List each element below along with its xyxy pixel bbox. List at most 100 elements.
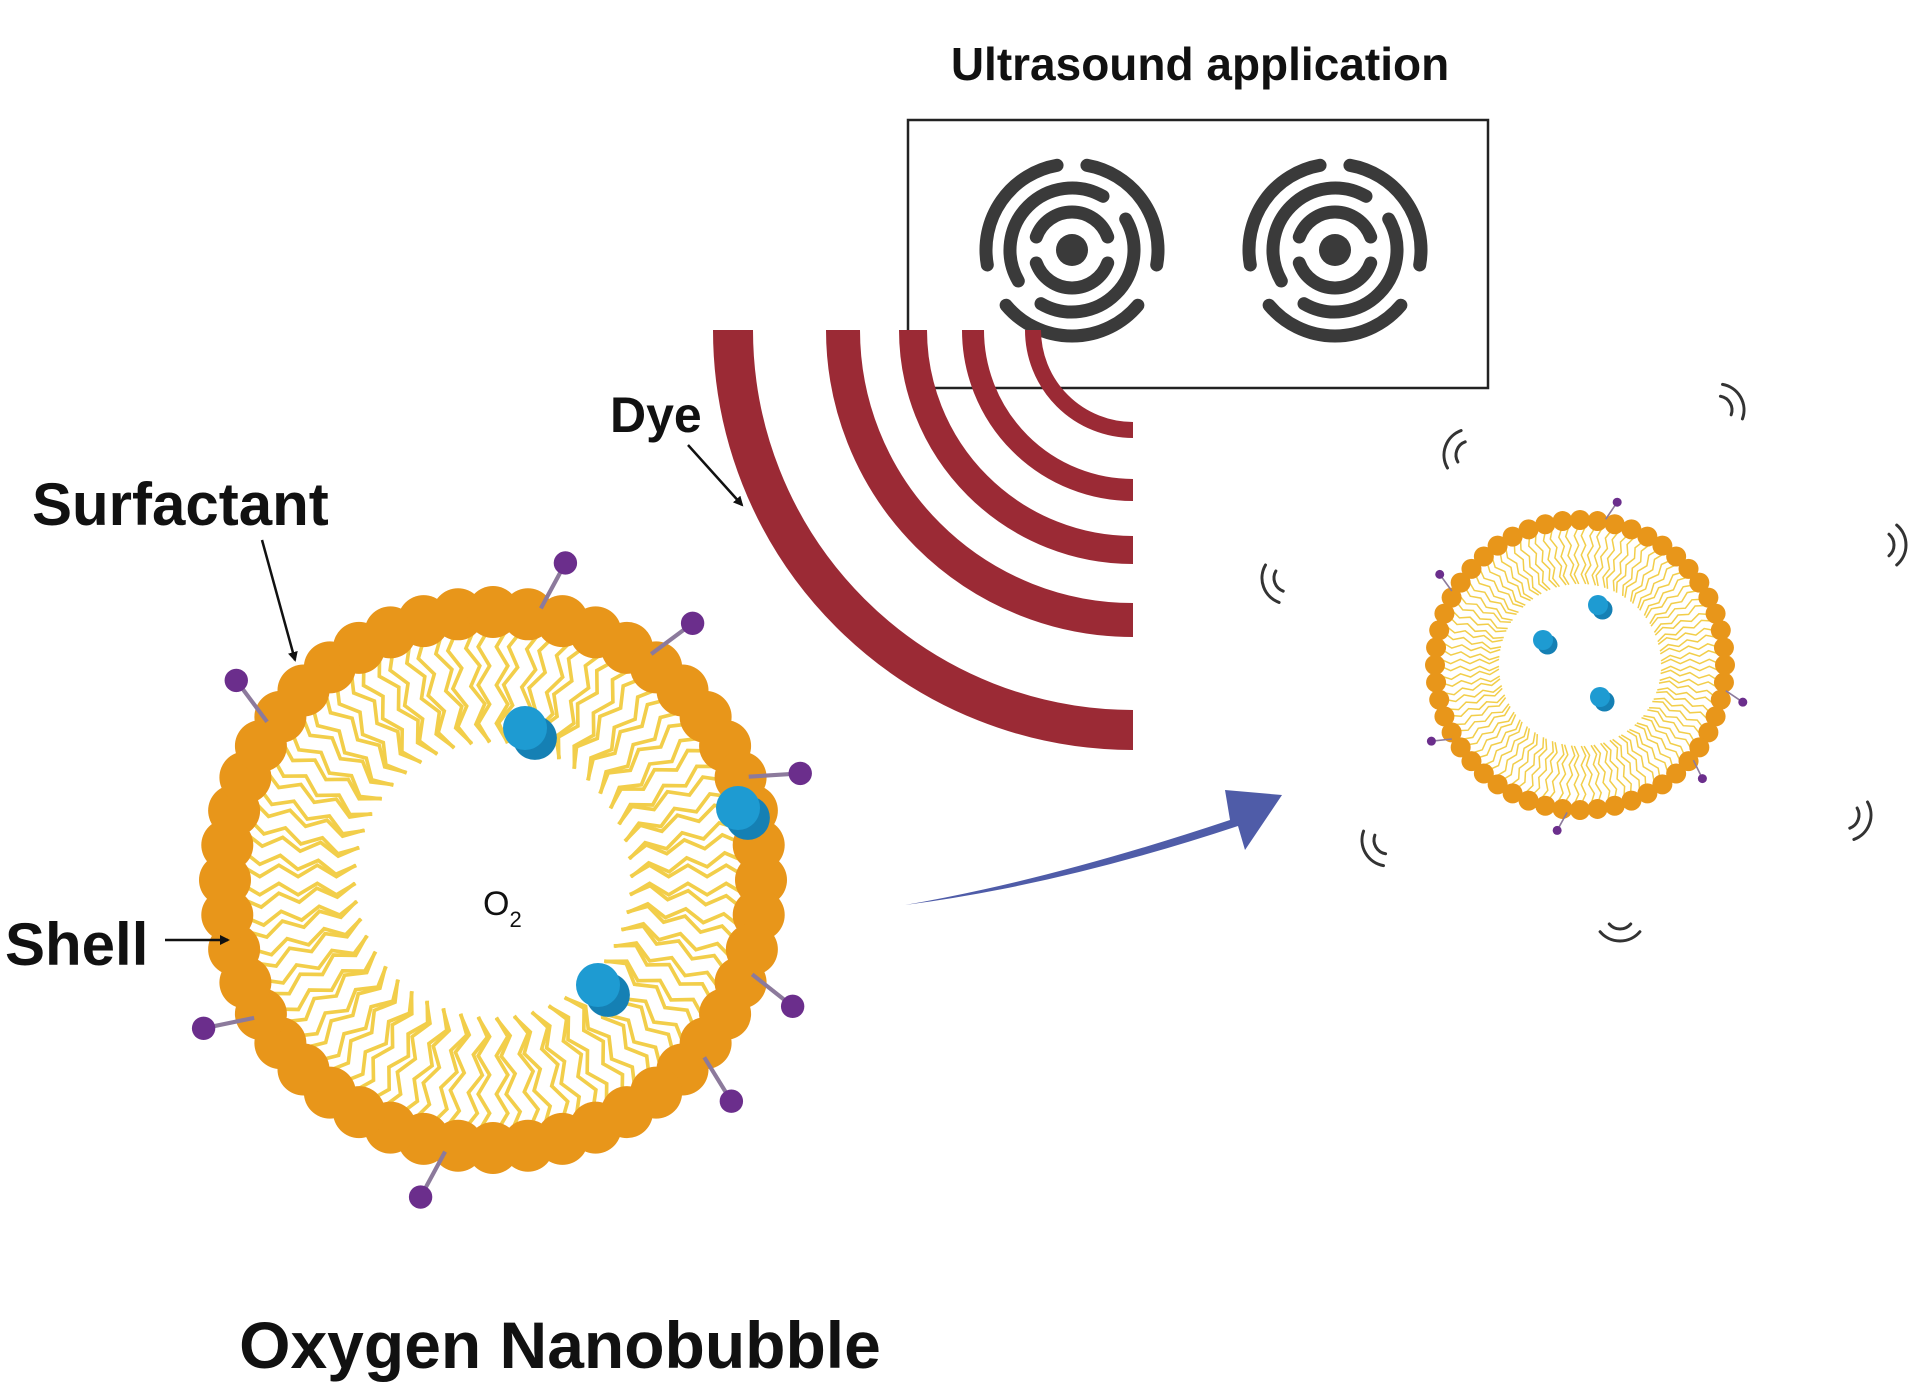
- lipid-tail: [627, 832, 744, 861]
- lipid-head: [1570, 510, 1590, 530]
- transducer-icon: [979, 158, 1165, 343]
- lipid-tail: [1660, 669, 1719, 682]
- dye-icon: [788, 761, 812, 786]
- lipid-tail: [1658, 680, 1716, 698]
- lipid-tail: [334, 681, 408, 775]
- lipid-head: [1426, 672, 1447, 693]
- lipid-tail: [572, 667, 633, 769]
- transducer-ring: [1029, 205, 1115, 244]
- lipid-head: [1487, 535, 1508, 556]
- lipid-tail: [494, 1017, 523, 1133]
- lipid-tail: [1464, 586, 1513, 621]
- dye-icon: [780, 994, 805, 1019]
- vibration-arc: [1272, 569, 1285, 593]
- lipid-tail: [496, 628, 525, 745]
- lipid-tail: [1504, 547, 1540, 596]
- lipid-tail: [1657, 627, 1715, 645]
- lipid-tail: [1629, 728, 1669, 774]
- lipid-tail: [1643, 576, 1689, 616]
- lipid-tail: [1468, 580, 1517, 616]
- lipid-tail: [1615, 540, 1644, 593]
- transducer-ring: [1029, 256, 1115, 295]
- lipid-tail: [1657, 687, 1715, 705]
- lipid-tail: [1650, 598, 1703, 627]
- vibration-arc: [1721, 382, 1746, 421]
- lipid-tail: [1621, 544, 1651, 596]
- lipid-tail: [445, 629, 474, 746]
- lipid-tail: [316, 979, 400, 1063]
- lipid-tail: [349, 670, 422, 764]
- shell-heads: [1425, 510, 1735, 820]
- vibration-arc: [1718, 394, 1734, 417]
- lipid-head: [1587, 511, 1608, 532]
- lipid-tail: [512, 1015, 553, 1129]
- lipid-tail: [1501, 732, 1536, 781]
- lipid-tail: [1643, 714, 1692, 750]
- lipid-tail: [604, 959, 706, 1020]
- lipid-head: [1715, 655, 1735, 675]
- lipid-tail: [1547, 743, 1565, 801]
- transition-arrow: [905, 790, 1282, 905]
- lipid-tail: [303, 966, 388, 1050]
- shell-label: Shell: [5, 911, 148, 978]
- lipid-tail: [603, 959, 697, 1032]
- vibration-arc: [1895, 523, 1908, 567]
- lipid-tail: [1659, 642, 1719, 655]
- vibration-marks: [1260, 382, 1908, 943]
- vibration-mark-icon: [1598, 922, 1642, 943]
- lipid-tail: [1564, 526, 1577, 585]
- o2-label: O2: [483, 885, 522, 932]
- wave-band: [826, 329, 1134, 637]
- lipid-tail: [249, 917, 363, 957]
- lipid-tail: [476, 1016, 492, 1134]
- lipid-tail: [617, 764, 720, 825]
- lipid-tail: [494, 626, 510, 744]
- lipid-tail: [257, 785, 366, 836]
- oxygen-molecule-icon: [1588, 595, 1608, 615]
- lipid-tail: [512, 1014, 541, 1131]
- lipid-tail: [1495, 728, 1531, 777]
- lipid-tail: [1660, 665, 1720, 672]
- lipid-head: [1713, 672, 1734, 693]
- lipid-tail: [1637, 564, 1677, 609]
- lipid-tail: [530, 1010, 570, 1124]
- lipid-tail: [241, 848, 358, 877]
- lipid-head: [1637, 526, 1658, 547]
- transducer-box: [906, 118, 1490, 390]
- dye-pointer-arrow: [687, 444, 744, 507]
- lipid-tail: [626, 904, 740, 944]
- lipid-tail: [239, 863, 357, 879]
- dye-icon: [1612, 497, 1622, 507]
- lipid-tail: [243, 830, 360, 859]
- dye-icon: [680, 611, 705, 635]
- ultrasound-label: Ultrasound application: [951, 38, 1449, 90]
- transducer-core: [1319, 234, 1351, 266]
- lipid-tail: [1659, 676, 1718, 689]
- lipid-head: [1689, 572, 1710, 593]
- vibration-arc: [1360, 829, 1385, 868]
- lipid-tail: [1440, 658, 1500, 665]
- lipid-tail: [1534, 532, 1558, 588]
- lipid-head: [1637, 783, 1658, 804]
- dye-icon: [1435, 569, 1445, 579]
- lipid-tail: [614, 941, 722, 992]
- lipid-tail: [608, 748, 710, 810]
- lipid-tail: [368, 1000, 430, 1102]
- lipid-tail: [609, 736, 703, 809]
- lipid-tail: [1447, 687, 1503, 711]
- lipid-tail: [563, 995, 625, 1097]
- lipid-tail: [1455, 601, 1508, 630]
- lipid-tail: [628, 820, 742, 861]
- lipid-tail: [1483, 721, 1523, 766]
- vibration-mark-icon: [1718, 382, 1746, 421]
- lipid-tail: [1590, 744, 1603, 804]
- lipid-tail: [1602, 530, 1620, 588]
- lipid-tail: [416, 636, 456, 750]
- lipid-tail: [613, 943, 715, 1005]
- ultrasound-waves: [713, 329, 1134, 750]
- lipid-head: [1710, 620, 1731, 641]
- lipid-head: [1518, 519, 1539, 540]
- dye-icon: [224, 668, 248, 693]
- lipid-head: [1570, 800, 1590, 820]
- lipid-tail: [1451, 609, 1507, 633]
